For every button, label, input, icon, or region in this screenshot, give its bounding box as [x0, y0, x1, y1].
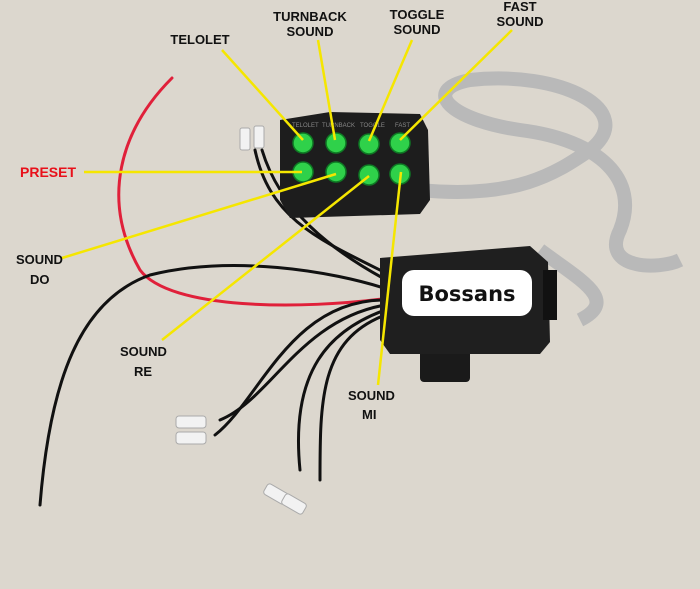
label-fast-line1: FAST — [503, 0, 536, 14]
label-sound-re-line1: SOUND — [120, 344, 167, 359]
label-sound-do-line1: SOUND — [16, 252, 63, 267]
label-toggle-line2: SOUND — [394, 22, 441, 37]
label-toggle-line1: TOGGLE — [390, 7, 445, 22]
label-sound-do-line2: DO — [30, 272, 50, 287]
label-turnback-line1: TURNBACK — [273, 9, 347, 24]
fast-button[interactable] — [389, 132, 411, 154]
brand-plate — [402, 270, 532, 316]
panel-print-fast: FAST — [395, 123, 410, 129]
panel-print-telolet: TELOLET — [292, 123, 319, 129]
label-telolet: TELOLET — [170, 32, 229, 47]
wires — [38, 76, 392, 507]
turnback-button[interactable] — [325, 132, 347, 154]
button-panel: TELOLET TURNBACK TOGGLE FAST — [280, 112, 430, 218]
sound-do-button[interactable] — [325, 161, 347, 183]
panel-print-turnback: TURNBACK — [322, 123, 355, 129]
label-sound-re-line2: RE — [134, 364, 152, 379]
label-sound-mi-line1: SOUND — [348, 388, 395, 403]
toggle-button[interactable] — [358, 133, 380, 155]
callout-lines — [61, 29, 513, 386]
sound-module: Bossans — [380, 246, 557, 382]
label-fast-line2: SOUND — [497, 14, 544, 29]
spade-connectors — [175, 125, 307, 515]
label-turnback-line2: SOUND — [287, 24, 334, 39]
label-preset: PRESET — [20, 164, 76, 180]
label-sound-mi-line2: MI — [362, 407, 376, 422]
panel-print-toggle: TOGGLE — [360, 123, 385, 129]
telolet-button[interactable] — [292, 132, 314, 154]
brand-logo: Bossans — [418, 282, 515, 306]
